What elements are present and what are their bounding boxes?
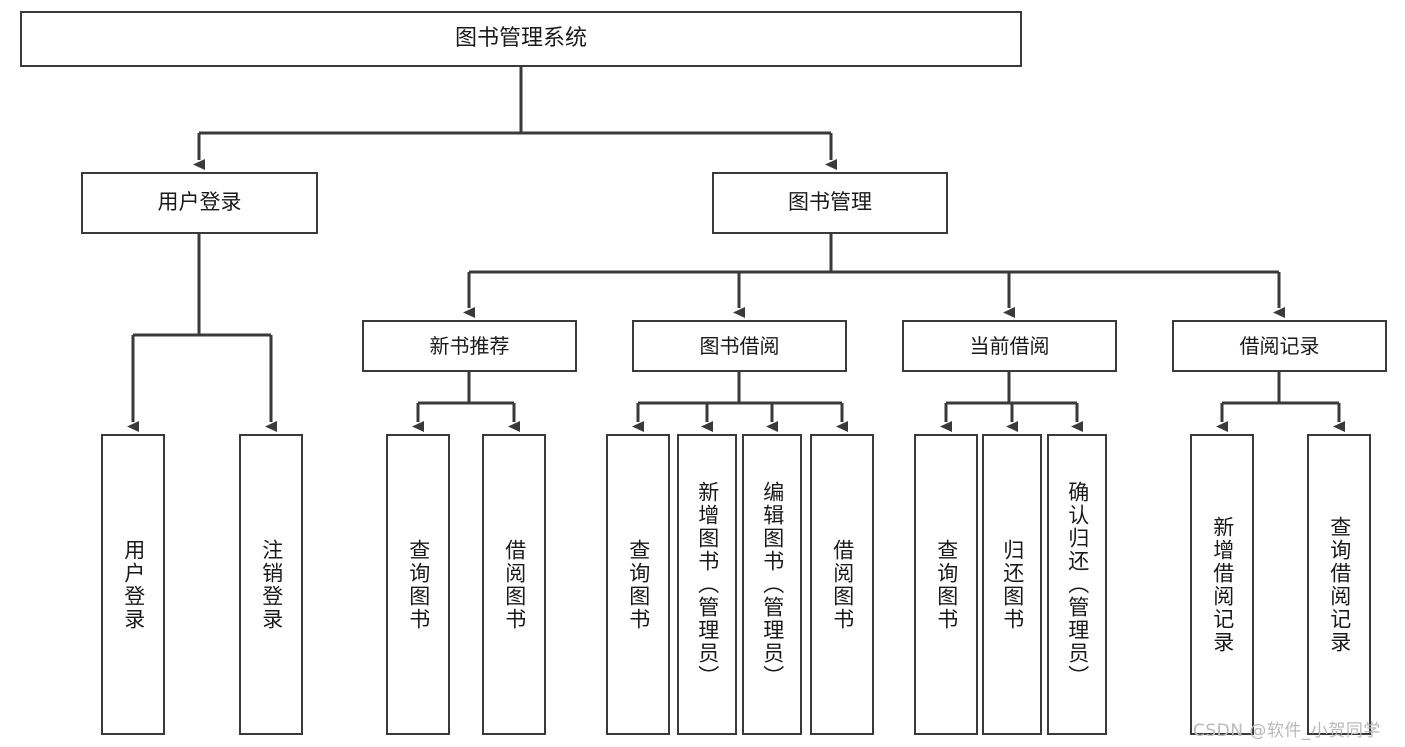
leaf-borrow-add-book-label: 新增图书（管理员） [695, 481, 720, 688]
leaf-user-login-login-label: 用户登录 [121, 538, 146, 631]
node-new-book-recommend-label: 新书推荐 [429, 333, 510, 358]
leaf-current-query-book[interactable]: 查询图书 [914, 434, 978, 735]
node-root[interactable]: 图书管理系统 [20, 11, 1022, 67]
node-book-manage-label: 图书管理 [788, 190, 872, 215]
leaf-current-confirm-return[interactable]: 确认归还（管理员） [1047, 434, 1107, 735]
leaf-record-query[interactable]: 查询借阅记录 [1307, 434, 1371, 735]
leaf-borrow-edit-book[interactable]: 编辑图书（管理员） [742, 434, 802, 735]
leaf-borrow-borrow-book[interactable]: 借阅图书 [810, 434, 874, 735]
leaf-user-login-login[interactable]: 用户登录 [101, 434, 165, 735]
node-book-borrow-label: 图书借阅 [699, 333, 780, 358]
leaf-borrow-query-book-label: 查询图书 [626, 538, 651, 631]
node-root-label: 图书管理系统 [454, 25, 587, 51]
leaf-current-query-book-label: 查询图书 [934, 538, 959, 631]
leaf-record-add-label: 新增借阅记录 [1210, 515, 1235, 654]
node-current-borrow[interactable]: 当前借阅 [902, 320, 1117, 372]
leaf-current-confirm-return-label: 确认归还（管理员） [1065, 481, 1090, 688]
leaf-new-book-query-label: 查询图书 [406, 538, 431, 631]
leaf-borrow-edit-book-label: 编辑图书（管理员） [760, 481, 785, 688]
node-new-book-recommend[interactable]: 新书推荐 [362, 320, 577, 372]
leaf-borrow-borrow-book-label: 借阅图书 [830, 538, 855, 631]
node-user-login[interactable]: 用户登录 [81, 172, 318, 234]
node-book-manage[interactable]: 图书管理 [712, 172, 948, 234]
node-book-borrow[interactable]: 图书借阅 [632, 320, 847, 372]
leaf-user-login-logout-label: 注销登录 [259, 538, 284, 631]
leaf-new-book-borrow-label: 借阅图书 [502, 538, 527, 631]
leaf-new-book-borrow[interactable]: 借阅图书 [482, 434, 546, 735]
leaf-record-add[interactable]: 新增借阅记录 [1190, 434, 1254, 735]
node-borrow-record[interactable]: 借阅记录 [1172, 320, 1387, 372]
node-user-login-label: 用户登录 [157, 190, 242, 215]
leaf-user-login-logout[interactable]: 注销登录 [239, 434, 303, 735]
leaf-current-return-book-label: 归还图书 [1000, 538, 1025, 631]
leaf-current-return-book[interactable]: 归还图书 [982, 434, 1042, 735]
leaf-borrow-add-book[interactable]: 新增图书（管理员） [677, 434, 737, 735]
leaf-new-book-query[interactable]: 查询图书 [386, 434, 450, 735]
leaf-borrow-query-book[interactable]: 查询图书 [606, 434, 670, 735]
leaf-record-query-label: 查询借阅记录 [1327, 515, 1352, 654]
node-borrow-record-label: 借阅记录 [1239, 333, 1320, 358]
node-current-borrow-label: 当前借阅 [969, 333, 1050, 358]
